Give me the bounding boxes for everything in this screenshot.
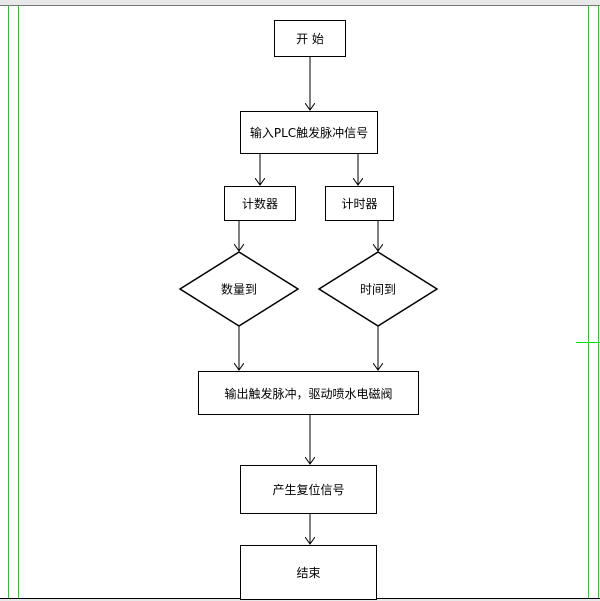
timer-node: 计时器 [325, 186, 394, 221]
input-label: 输入PLC触发脉冲信号 [249, 126, 369, 140]
reset-label: 产生复位信号 [272, 483, 345, 497]
decision-time-reached [317, 251, 439, 327]
output-label: 输出触发脉冲，驱动喷水电磁阀 [224, 386, 393, 401]
timer-label: 计时器 [341, 197, 378, 211]
end-label: 结束 [296, 566, 321, 580]
end-node: 结束 [240, 545, 377, 600]
start-label: 开 始 [296, 32, 324, 46]
counter-node: 计数器 [224, 186, 296, 221]
input-node: 输入PLC触发脉冲信号 [240, 111, 378, 154]
frame-line-right-inner [588, 6, 589, 598]
frame-line-left-inner [18, 6, 19, 598]
output-node: 输出触发脉冲，驱动喷水电磁阀 [198, 371, 419, 415]
decision-count-reached [178, 251, 300, 327]
start-node: 开 始 [274, 20, 346, 57]
frame-line-right-outer [598, 6, 599, 598]
top-toolbar-strip [0, 0, 600, 6]
reset-node: 产生复位信号 [240, 465, 377, 514]
count-reached-label: 数量到 [220, 282, 258, 297]
frame-line-left-outer [8, 6, 9, 598]
counter-label: 计数器 [241, 197, 278, 211]
frame-tick-right [576, 342, 600, 343]
time-reached-label: 时间到 [359, 282, 397, 297]
